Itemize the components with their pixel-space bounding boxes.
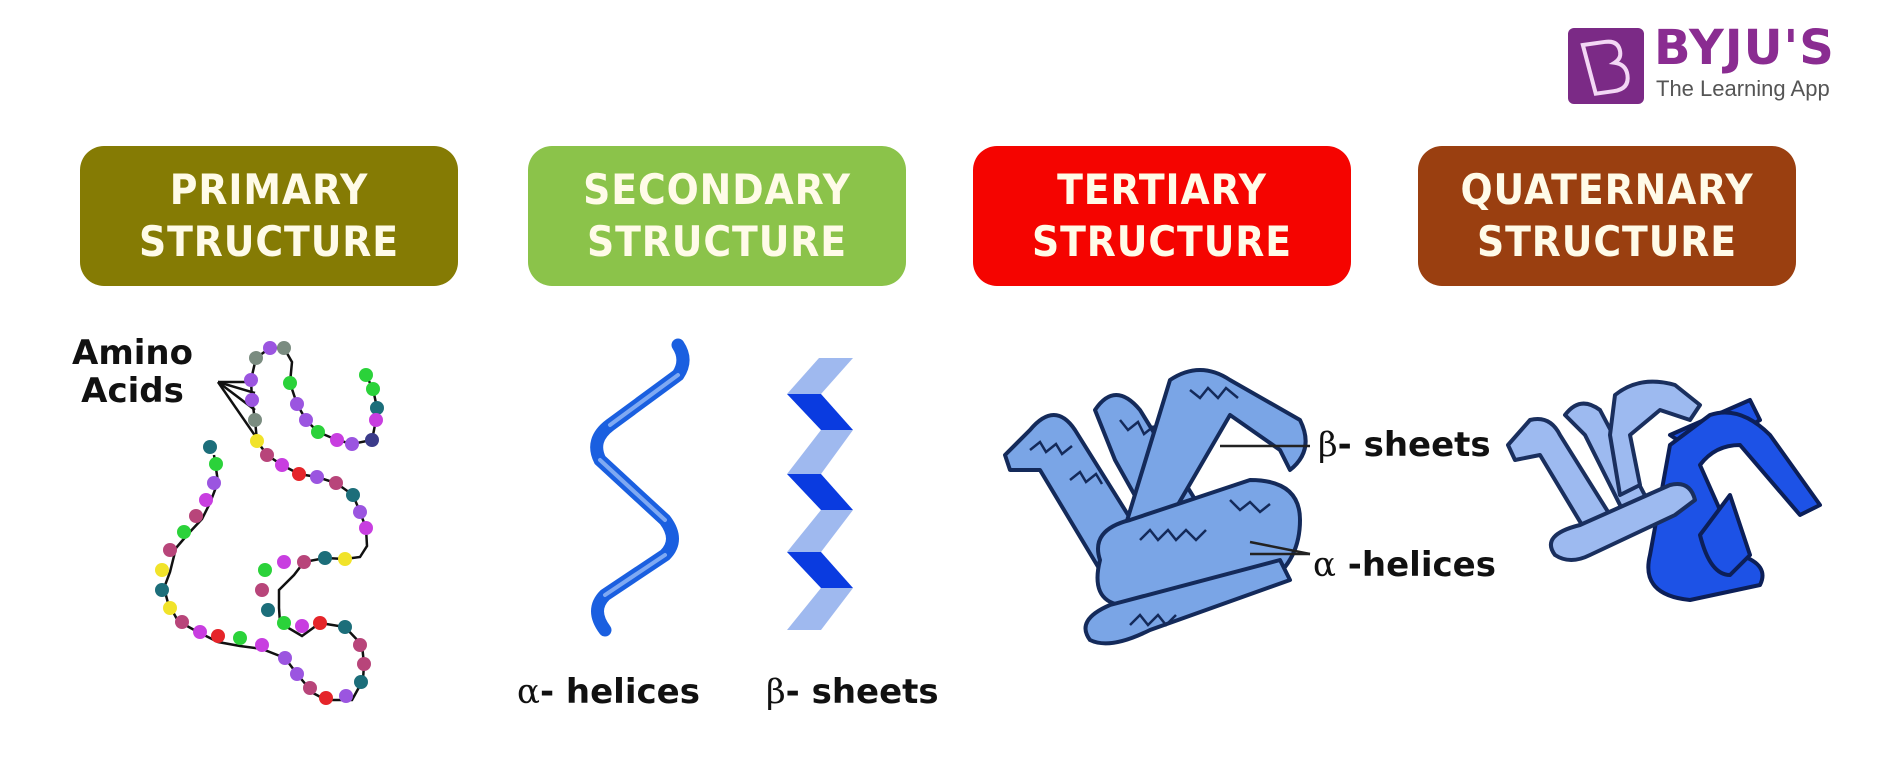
secondary-structure-badge: SECONDARY STRUCTURE	[528, 146, 906, 286]
quaternary-structure-badge: QUATERNARY STRUCTURE	[1418, 146, 1796, 286]
quaternary-structure-illustration	[1506, 379, 1822, 602]
beta-text: - sheets	[785, 672, 939, 712]
beta-sheet-illustration	[787, 358, 853, 630]
tertiary-alpha-label: α -helices	[1313, 545, 1496, 585]
alpha-helix-illustration	[590, 338, 690, 637]
primary-structure-badge: PRIMARY STRUCTURE	[80, 146, 458, 286]
tertiary-structure-badge: TERTIARY STRUCTURE	[973, 146, 1351, 286]
badge-line1: TERTIARY	[1057, 165, 1267, 214]
amino-acids-label: Amino Acids	[72, 334, 193, 410]
beta-symbol: β	[766, 672, 786, 712]
logo-b-icon	[1568, 28, 1644, 104]
badge-line2: STRUCTURE	[138, 217, 400, 266]
beta-text: - sheets	[1337, 425, 1491, 465]
tertiary-pointer-lines	[1220, 444, 1311, 556]
logo-tagline: The Learning App	[1656, 76, 1830, 101]
alpha-symbol: α	[1313, 545, 1336, 585]
beta-symbol: β	[1318, 425, 1338, 465]
amino-label-line2: Acids	[81, 371, 184, 411]
badge-line1: PRIMARY	[169, 165, 369, 214]
amino-acid-chain-illustration	[155, 341, 384, 705]
badge-line2: STRUCTURE	[586, 217, 848, 266]
alpha-text: - helices	[539, 672, 700, 712]
alpha-symbol: α	[517, 672, 540, 712]
badge-line1: QUATERNARY	[1460, 165, 1754, 214]
amino-label-line1: Amino	[72, 333, 193, 373]
badge-line2: STRUCTURE	[1476, 217, 1738, 266]
badge-line2: STRUCTURE	[1031, 217, 1293, 266]
secondary-alpha-label: α- helices	[517, 672, 700, 712]
alpha-text: -helices	[1335, 545, 1496, 585]
tertiary-beta-label: β- sheets	[1318, 425, 1491, 465]
tertiary-structure-illustration	[1003, 368, 1308, 646]
badge-line1: SECONDARY	[583, 165, 851, 214]
byjus-logo: BYJU'S The Learning App	[1568, 20, 1858, 106]
logo-name: BYJU'S	[1654, 20, 1835, 76]
secondary-beta-label: β- sheets	[766, 672, 939, 712]
